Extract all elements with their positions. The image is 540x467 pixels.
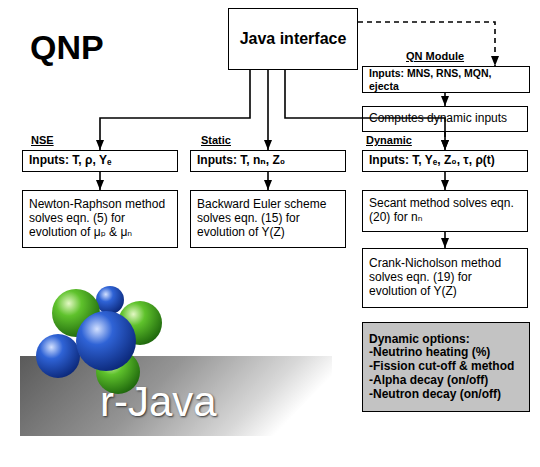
process-box: DynamicInputs: T, Yₑ, Z₀, τ, ρ(t) [362, 150, 528, 172]
flow-arrow [267, 70, 269, 150]
box-text: Computes dynamic inputs [369, 112, 521, 126]
section-heading: QN Module [406, 50, 464, 63]
option-item: -Alpha decay (on/off) [369, 374, 523, 388]
flow-arrow [444, 93, 446, 106]
box-text: Inputs: MNS, RNS, MQN, ejecta [369, 67, 523, 91]
flow-arrow [100, 70, 250, 150]
process-box: Java interface [228, 8, 358, 70]
logo-sphere [76, 311, 136, 371]
box-text: Crank-Nicholson method solves eqn. (19) … [369, 257, 521, 298]
box-text: Java interface [235, 30, 351, 48]
process-box: StaticInputs: T, nₙ, Z₀ [190, 150, 346, 172]
box-text: Newton-Raphson method solves eqn. (5) fo… [29, 198, 171, 239]
option-item: -Fission cut-off & method [369, 360, 523, 374]
box-text: Secant method solves eqn. (20) for nₙ [369, 197, 521, 225]
process-box: QN ModuleInputs: MNS, RNS, MQN, ejecta [362, 66, 530, 93]
process-box: Computes dynamic inputs [362, 106, 528, 132]
process-box: Secant method solves eqn. (20) for nₙ [362, 190, 528, 232]
box-text: Inputs: T, Yₑ, Z₀, τ, ρ(t) [369, 154, 521, 168]
section-heading: Static [201, 134, 231, 147]
logo-sphere [96, 286, 124, 314]
section-heading: Dynamic [366, 134, 412, 147]
process-box: NSEInputs: T, ρ, Yₑ [22, 150, 178, 172]
diagram-title: QNP [30, 28, 104, 67]
option-item: -Neutron decay (on/off) [369, 388, 523, 402]
dashed-arrow [444, 132, 446, 150]
flow-arrow [285, 70, 445, 150]
process-box: Backward Euler scheme solves eqn. (15) f… [190, 190, 346, 248]
box-text: Inputs: T, nₙ, Z₀ [197, 154, 339, 168]
process-box: Crank-Nicholson method solves eqn. (19) … [362, 248, 528, 308]
dashed-arrow [358, 22, 495, 66]
box-text: Inputs: T, ρ, Yₑ [29, 154, 171, 168]
logo-text: r-Java [100, 378, 217, 426]
flow-arrow [99, 172, 101, 190]
option-item: -Neutrino heating (%) [369, 346, 523, 360]
flow-arrow [444, 232, 446, 248]
section-heading: NSE [31, 134, 54, 147]
process-box: Newton-Raphson method solves eqn. (5) fo… [22, 190, 178, 248]
flow-arrow [267, 172, 269, 190]
flow-arrow [444, 172, 446, 190]
box-text: Backward Euler scheme solves eqn. (15) f… [197, 198, 339, 239]
options-heading: Dynamic options: [369, 333, 523, 347]
options-box: Dynamic options:-Neutrino heating (%)-Fi… [362, 322, 530, 412]
logo-sphere [36, 334, 80, 378]
